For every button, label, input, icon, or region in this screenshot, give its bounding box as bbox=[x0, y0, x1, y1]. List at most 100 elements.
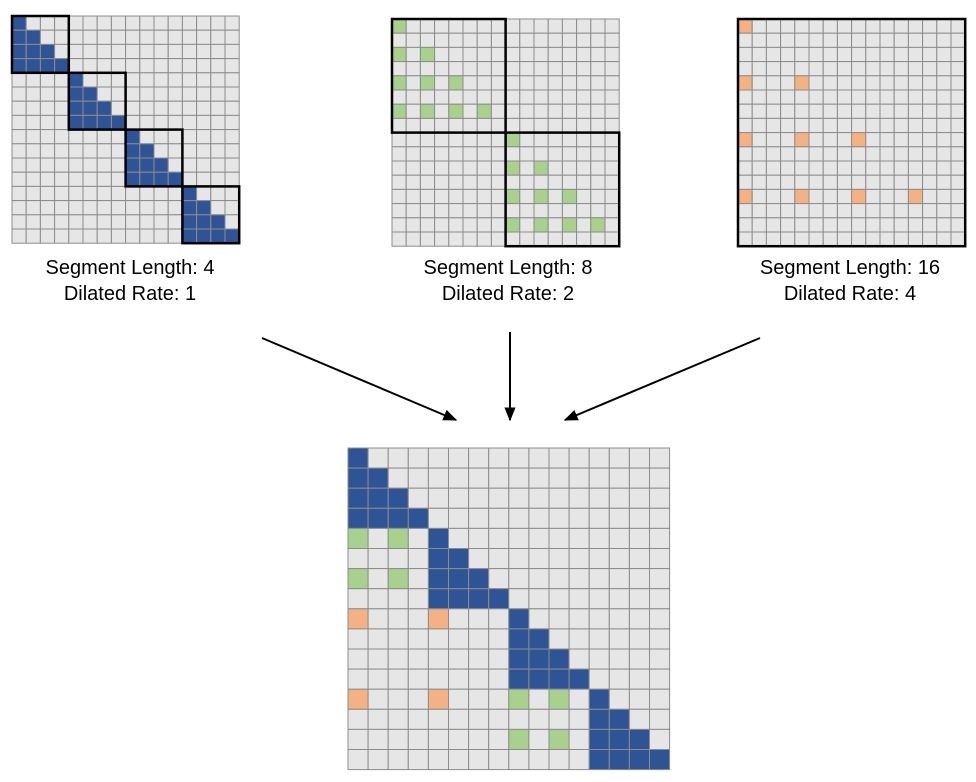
attention-cell-empty bbox=[347, 728, 369, 751]
attention-cell-empty bbox=[347, 648, 369, 670]
attention-cell-empty bbox=[836, 103, 853, 119]
attention-cell-active bbox=[737, 132, 753, 148]
attention-cell-empty bbox=[39, 228, 56, 244]
attention-cell-empty bbox=[153, 114, 169, 131]
attention-cell-empty bbox=[780, 203, 796, 219]
attention-cell-empty bbox=[590, 103, 606, 119]
attention-cell-active bbox=[427, 527, 449, 550]
attention-cell-empty bbox=[427, 728, 449, 751]
attention-cell-empty bbox=[528, 568, 550, 590]
attention-cell-empty bbox=[533, 89, 549, 105]
attention-cell-empty bbox=[488, 668, 510, 690]
attention-cell-active bbox=[153, 157, 169, 173]
attention-cell-empty bbox=[922, 203, 938, 219]
attention-cell-empty bbox=[893, 174, 909, 190]
attention-cell-empty bbox=[588, 588, 610, 610]
attention-cell-empty bbox=[548, 608, 570, 630]
attention-cell-empty bbox=[54, 15, 70, 31]
attention-cell-active bbox=[427, 688, 449, 710]
attention-cell-empty bbox=[588, 608, 610, 630]
attention-cell-empty bbox=[588, 447, 610, 469]
attention-cell-empty bbox=[347, 749, 369, 771]
attention-cell-empty bbox=[765, 117, 782, 134]
attention-cell-empty bbox=[628, 548, 651, 570]
attention-cell-empty bbox=[488, 487, 510, 509]
attention-cell-active bbox=[737, 188, 753, 205]
attention-cell-empty bbox=[533, 46, 549, 63]
attention-cell-empty bbox=[139, 129, 155, 145]
attention-cell-empty bbox=[808, 203, 824, 219]
attention-cell-empty bbox=[54, 214, 70, 230]
attention-cell-empty bbox=[68, 214, 84, 230]
attention-cell-empty bbox=[490, 146, 507, 162]
attention-cell-empty bbox=[628, 487, 651, 509]
attention-cell-empty bbox=[39, 185, 56, 202]
attention-cell-empty bbox=[893, 132, 909, 148]
attention-cell-empty bbox=[448, 132, 464, 148]
attention-cell-empty bbox=[405, 75, 421, 91]
attention-cell-empty bbox=[588, 628, 610, 650]
attention-cell-empty bbox=[568, 688, 590, 710]
attention-cell-empty bbox=[505, 46, 521, 63]
panel-3-caption: Segment Length: 16 Dilated Rate: 4 bbox=[720, 255, 976, 307]
attention-cell-empty bbox=[533, 174, 549, 190]
attention-cell-empty bbox=[39, 86, 56, 102]
attention-cell-active bbox=[548, 668, 570, 690]
attention-cell-empty bbox=[505, 18, 521, 34]
attention-cell-active bbox=[387, 507, 409, 529]
attention-cell-empty bbox=[96, 129, 112, 145]
attention-cell-active bbox=[125, 129, 141, 145]
attention-cell-empty bbox=[488, 447, 510, 469]
segment-8-attention-grid bbox=[390, 17, 621, 248]
attention-cell-empty bbox=[893, 117, 909, 134]
attention-cell-empty bbox=[468, 728, 490, 751]
attention-cell-empty bbox=[836, 188, 853, 205]
attention-cell-active bbox=[528, 628, 550, 650]
attention-cell-empty bbox=[519, 89, 535, 105]
attention-cell-empty bbox=[181, 29, 198, 45]
attention-cell-empty bbox=[153, 185, 169, 202]
attention-cell-empty bbox=[405, 231, 421, 247]
attention-cell-empty bbox=[82, 171, 98, 187]
attention-cell-empty bbox=[110, 200, 127, 216]
attention-cell-empty bbox=[568, 507, 590, 529]
attention-cell-empty bbox=[391, 160, 407, 176]
attention-cell-empty bbox=[427, 668, 449, 690]
attention-cell-empty bbox=[476, 231, 492, 247]
attention-cell-empty bbox=[476, 160, 492, 176]
attention-cell-empty bbox=[893, 231, 909, 247]
attention-cell-empty bbox=[468, 668, 490, 690]
attention-cell-empty bbox=[476, 75, 492, 91]
attention-cell-empty bbox=[794, 89, 810, 105]
attention-cell-empty bbox=[751, 132, 767, 148]
attention-cell-empty bbox=[96, 72, 112, 88]
attention-cell-empty bbox=[153, 129, 169, 145]
attention-cell-empty bbox=[153, 86, 169, 102]
attention-cell-active bbox=[794, 132, 810, 148]
attention-cell-empty bbox=[476, 146, 492, 162]
attention-cell-empty bbox=[153, 43, 169, 60]
attention-cell-empty bbox=[488, 507, 510, 529]
attention-cell-empty bbox=[950, 188, 966, 205]
attention-cell-active bbox=[533, 188, 549, 205]
attention-cell-empty bbox=[765, 231, 782, 247]
attention-cell-empty bbox=[54, 129, 70, 145]
attention-cell-empty bbox=[434, 103, 450, 119]
attention-cell-empty bbox=[468, 688, 490, 710]
attention-cell-empty bbox=[25, 129, 41, 145]
attention-cell-empty bbox=[628, 668, 651, 690]
attention-cell-empty bbox=[751, 188, 767, 205]
attention-cell-empty bbox=[39, 15, 56, 31]
attention-cell-active bbox=[39, 43, 56, 60]
attention-cell-active bbox=[387, 487, 409, 509]
attention-cell-empty bbox=[434, 203, 450, 219]
attention-cell-empty bbox=[82, 185, 98, 202]
attention-cell-empty bbox=[548, 628, 570, 650]
attention-cell-empty bbox=[751, 103, 767, 119]
attention-cell-active bbox=[448, 568, 470, 590]
attention-cell-empty bbox=[448, 608, 470, 630]
attention-cell-empty bbox=[448, 188, 464, 205]
attention-cell-empty bbox=[604, 75, 620, 91]
attention-cell-active bbox=[196, 228, 212, 244]
attention-cell-empty bbox=[865, 103, 881, 119]
